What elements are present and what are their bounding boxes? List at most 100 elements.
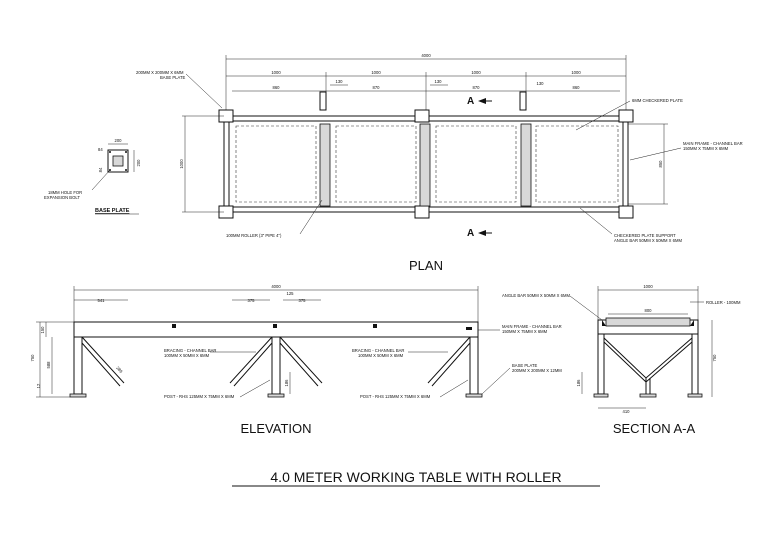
section-arrow-icon bbox=[478, 98, 486, 104]
elevation-view: 4000 541 375 125 375 289 750 150 5 bbox=[30, 284, 562, 436]
elev-base-plate bbox=[69, 393, 87, 398]
dim-inner: 870 bbox=[473, 85, 481, 90]
note-main-frame-a: MAIN FRAME - CHANNEL BAR bbox=[683, 141, 743, 146]
dim-elev-gap: 186 bbox=[284, 379, 289, 387]
dim-sec-bottom: 410 bbox=[623, 409, 631, 414]
note-bracing-l-b: 100MM X 50MM X 6MM bbox=[164, 353, 210, 358]
dim-gap: 130 bbox=[537, 81, 545, 86]
dim-brace: 289 bbox=[115, 365, 124, 374]
note-support-a: CHECKERED PLATE SUPPORT bbox=[614, 233, 676, 238]
sheet-title: 4.0 METER WORKING TABLE WITH ROLLER bbox=[270, 469, 561, 485]
sec-bracing bbox=[603, 337, 693, 379]
leader bbox=[185, 73, 223, 109]
base-plate-br bbox=[618, 205, 634, 219]
roller-end bbox=[273, 324, 277, 328]
view-title-plan: PLAN bbox=[409, 258, 443, 273]
dim-elev-mid-b: 125 bbox=[287, 291, 295, 296]
roller bbox=[520, 123, 532, 207]
checkered-panel bbox=[435, 125, 517, 203]
note-roller: 100MM ROLLER (3" PIPE 4") bbox=[226, 233, 282, 238]
dim-bp-w: 200 bbox=[115, 138, 123, 143]
sec-post bbox=[597, 333, 605, 395]
leader bbox=[579, 207, 613, 235]
leader bbox=[299, 199, 323, 235]
note-post-l: POST - RHS 125MM X 75MM X 6MM bbox=[164, 394, 235, 399]
note-elev-frame-b: 150MM X 75MM X 6MM bbox=[502, 329, 548, 334]
leader bbox=[629, 147, 682, 161]
leader bbox=[569, 295, 603, 321]
dim-overall: 4000 bbox=[421, 53, 431, 58]
base-plate-detail: 200 200 84 84 18MM HOLE FOR EXPANSION BO… bbox=[44, 138, 141, 215]
elev-post bbox=[469, 336, 479, 395]
section-arrow-icon bbox=[478, 230, 486, 236]
bracing bbox=[81, 336, 125, 387]
sec-base-plate bbox=[639, 393, 657, 398]
note-base-plate-b: BASE PLATE bbox=[160, 75, 185, 80]
sec-post bbox=[691, 333, 699, 395]
dim-bp-offy: 84 bbox=[98, 167, 103, 172]
roller-end bbox=[172, 324, 176, 328]
dim-inner: 870 bbox=[373, 85, 381, 90]
elev-base-plate bbox=[465, 393, 483, 398]
leader bbox=[575, 100, 631, 131]
note-base-plate-a: 200MM X 200MM X 6MM bbox=[136, 70, 184, 75]
note-post-r: POST - RHS 125MM X 75MM X 6MM bbox=[360, 394, 431, 399]
section-view: 1000 800 750 186 410 ANGLE BAR 50MM X 50… bbox=[502, 284, 741, 436]
dim-elev-mid-c: 375 bbox=[299, 298, 307, 303]
base-plate-bm bbox=[414, 205, 430, 219]
roller bbox=[319, 123, 331, 207]
base-plate-tm bbox=[414, 109, 430, 123]
checkered-panel bbox=[335, 125, 417, 203]
leader bbox=[239, 379, 271, 398]
dim-inner-depth: 850 bbox=[658, 160, 663, 168]
view-title-base-plate: BASE PLATE bbox=[95, 208, 130, 214]
angle-bar-icon bbox=[690, 320, 694, 326]
section-marker-bottom: A bbox=[467, 228, 474, 239]
elev-base-plate bbox=[267, 393, 285, 398]
leader bbox=[439, 379, 469, 398]
note-elev-bp-b: 200MM X 200MM X 12MM bbox=[512, 368, 562, 373]
dim-bp-h: 200 bbox=[136, 159, 141, 167]
dim-elev-leg: 588 bbox=[46, 361, 51, 369]
note-elev-bp-a: BASE PLATE bbox=[512, 363, 537, 368]
dim-elev-overall: 4000 bbox=[271, 284, 281, 289]
dim-bp-offx: 84 bbox=[98, 147, 103, 152]
checkered-panel bbox=[535, 125, 619, 203]
dim-depth: 1000 bbox=[179, 159, 184, 169]
dim-elev-frame: 150 bbox=[40, 326, 45, 334]
elev-post bbox=[73, 336, 83, 395]
dim-inner: 860 bbox=[273, 85, 281, 90]
bolt-hole-icon bbox=[125, 169, 127, 171]
dim-inner: 860 bbox=[573, 85, 581, 90]
view-title-elevation: ELEVATION bbox=[240, 421, 311, 436]
sec-base-plate bbox=[687, 393, 703, 398]
leader bbox=[481, 367, 511, 395]
dim-bay: 1000 bbox=[271, 70, 281, 75]
dim-elev-h: 750 bbox=[30, 354, 35, 362]
note-checkered: 6MM CHECKERED PLATE bbox=[632, 98, 683, 103]
dim-bay: 1000 bbox=[371, 70, 381, 75]
elev-post bbox=[271, 336, 281, 395]
dim-sec-height: 750 bbox=[712, 354, 717, 362]
note-bolt-a: 18MM HOLE FOR bbox=[48, 190, 82, 195]
roller-end bbox=[373, 324, 377, 328]
base-plate-post bbox=[112, 155, 124, 167]
leader bbox=[91, 169, 111, 191]
note-bracing-r-a: BRACING - CHANNEL BAR bbox=[352, 348, 404, 353]
sec-roller bbox=[605, 317, 691, 327]
note-sec-roller: ROLLER - 100MM bbox=[706, 300, 741, 305]
dim-elev-plate: 12 bbox=[36, 383, 41, 388]
dim-sec-width: 1000 bbox=[643, 284, 653, 289]
bracing bbox=[229, 336, 273, 387]
note-main-frame-b: 150MM X 75MM X 6MM bbox=[683, 146, 729, 151]
dim-bay: 1000 bbox=[471, 70, 481, 75]
dim-bay: 1000 bbox=[571, 70, 581, 75]
dim-elev-mid-a: 375 bbox=[248, 298, 256, 303]
bolt-hole-icon bbox=[109, 151, 111, 153]
roller bbox=[419, 123, 431, 207]
note-bracing-l-a: BRACING - CHANNEL BAR bbox=[164, 348, 216, 353]
section-marker-top: A bbox=[467, 96, 474, 107]
bracing bbox=[279, 336, 323, 387]
bolt-hole-icon bbox=[125, 151, 127, 153]
